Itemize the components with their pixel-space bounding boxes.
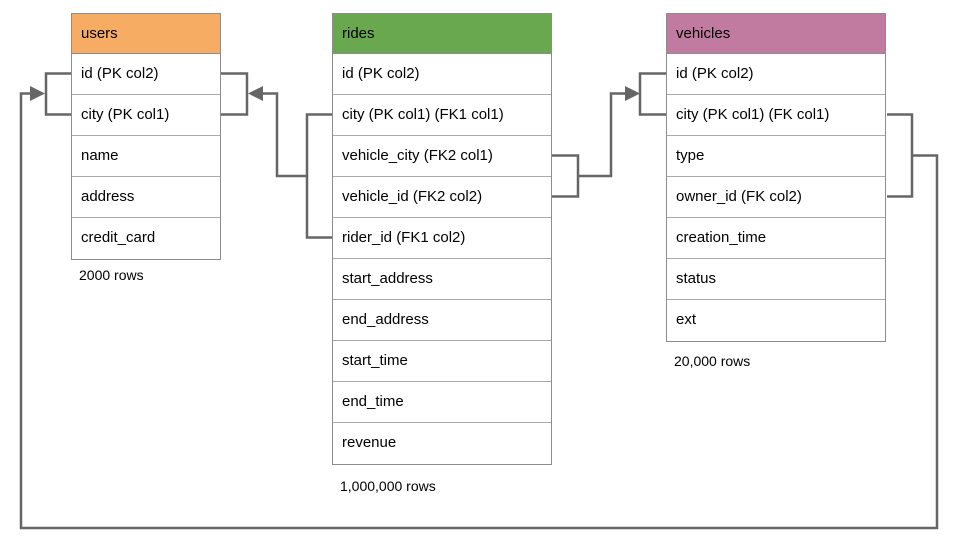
column-row: start_time: [333, 341, 551, 382]
column-row: end_address: [333, 300, 551, 341]
table-rides-header: rides: [333, 14, 551, 54]
table-rides: rides id (PK col2) city (PK col1) (FK1 c…: [332, 13, 552, 465]
vehicles-right-bracket-line: [887, 113, 914, 198]
outer-arrowhead-right-icon: [30, 86, 45, 101]
vehicles-left-bracket-line: [638, 72, 666, 116]
users-left-bracket-line: [44, 72, 71, 116]
column-row: id (PK col2): [333, 54, 551, 95]
column-row: start_address: [333, 259, 551, 300]
column-row: vehicle_id (FK2 col2): [333, 177, 551, 218]
rides-row-count: 1,000,000 rows: [340, 478, 436, 494]
column-row: id (PK col2): [667, 54, 885, 95]
table-vehicles-header: vehicles: [667, 14, 885, 54]
column-row: rider_id (FK1 col2): [333, 218, 551, 259]
column-row: revenue: [333, 423, 551, 464]
column-row: city (PK col1): [72, 95, 220, 136]
table-users-header: users: [72, 14, 220, 54]
vehicles-row-count: 20,000 rows: [674, 353, 751, 369]
column-row: ext: [667, 300, 885, 341]
column-row: vehicle_city (FK2 col1): [333, 136, 551, 177]
column-row: creation_time: [667, 218, 885, 259]
column-row: type: [667, 136, 885, 177]
rides-left-bracket-line: [305, 113, 332, 239]
fk2-arrowhead-right-icon: [625, 86, 640, 101]
column-row: end_time: [333, 382, 551, 423]
users-row-count: 2000 rows: [79, 267, 144, 283]
column-row: name: [72, 136, 220, 177]
column-row: id (PK col2): [72, 54, 220, 95]
column-row: city (PK col1) (FK1 col1): [333, 95, 551, 136]
fk1-connector-line: [262, 92, 307, 178]
fk1-arrowhead-left-icon: [248, 86, 263, 101]
column-row: status: [667, 259, 885, 300]
rides-right-bracket-line: [552, 154, 580, 198]
users-right-bracket-line: [221, 72, 249, 116]
fk2-connector-line: [578, 92, 626, 178]
column-row: credit_card: [72, 218, 220, 259]
table-vehicles: vehicles id (PK col2) city (PK col1) (FK…: [666, 13, 886, 342]
column-row: address: [72, 177, 220, 218]
table-users: users id (PK col2) city (PK col1) name a…: [71, 13, 221, 260]
column-row: owner_id (FK col2): [667, 177, 885, 218]
column-row: city (PK col1) (FK col1): [667, 95, 885, 136]
